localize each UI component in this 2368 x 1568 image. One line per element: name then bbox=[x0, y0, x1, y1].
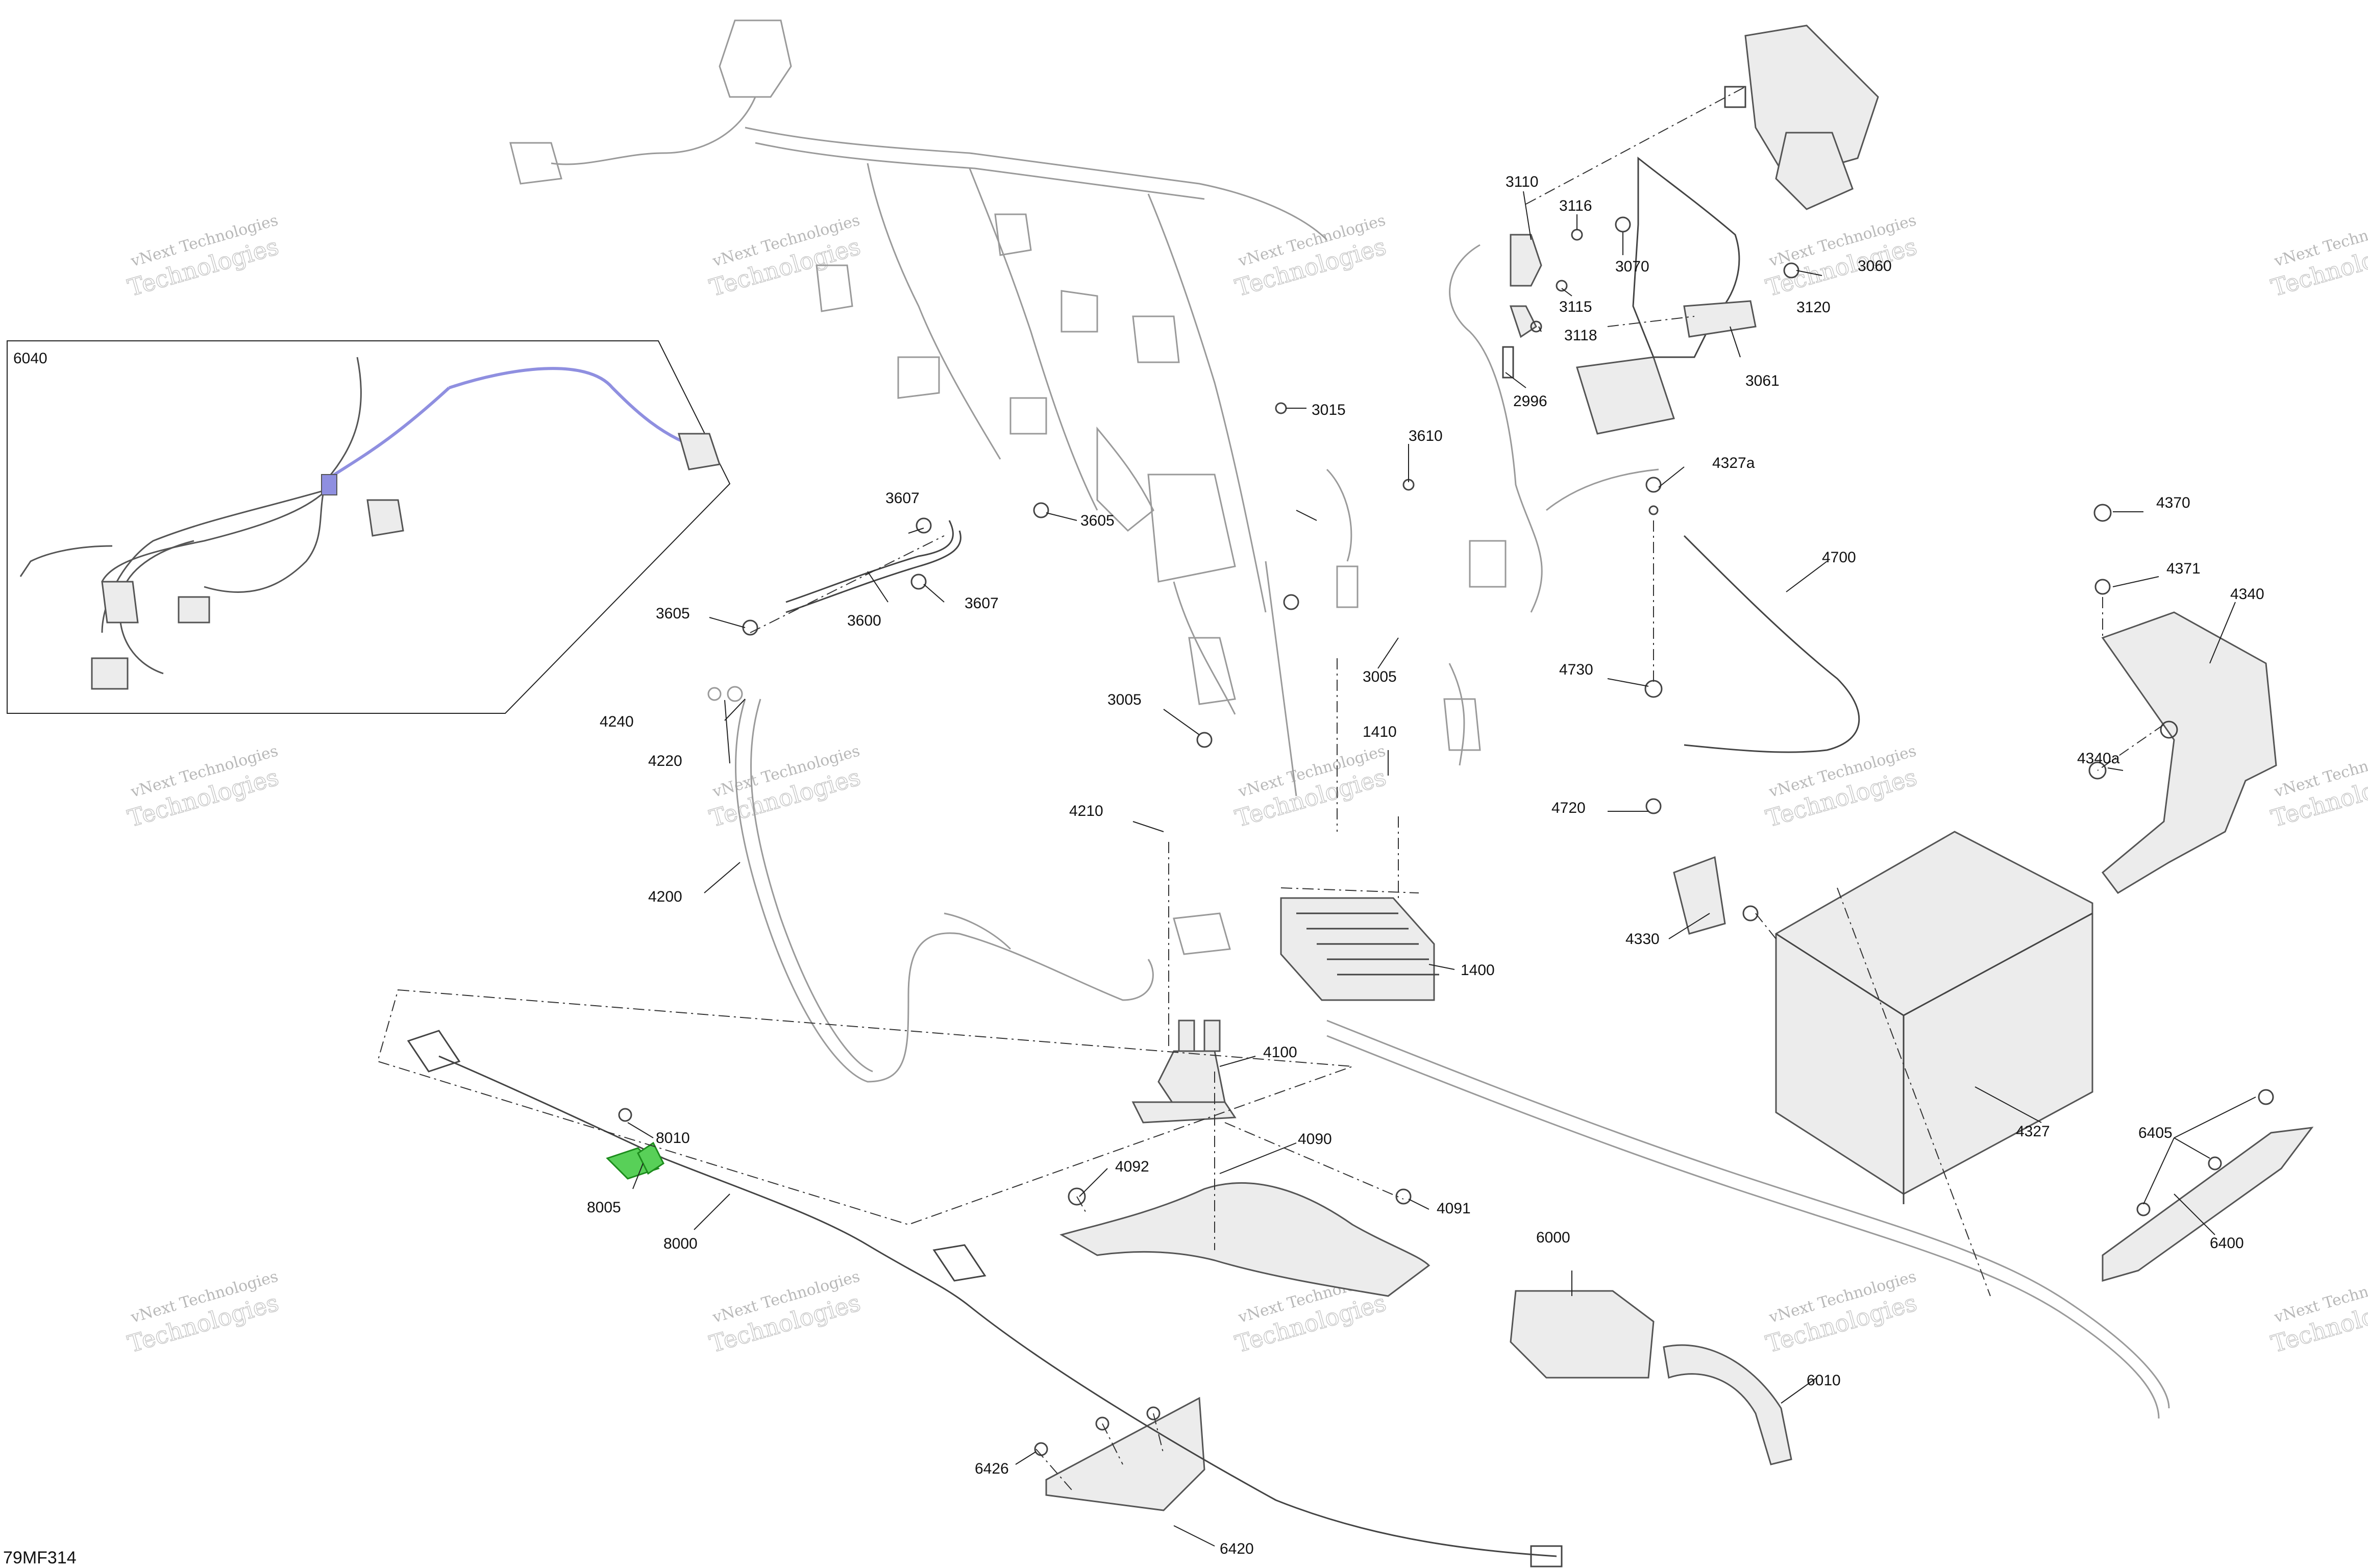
bracket-6010[interactable] bbox=[1663, 1344, 1792, 1465]
callout-3605-left[interactable]: 3605 bbox=[656, 605, 690, 622]
callout-3061[interactable]: 3061 bbox=[1745, 372, 1780, 389]
module-6000[interactable] bbox=[1510, 1290, 1655, 1379]
callout-4220[interactable]: 4220 bbox=[648, 753, 682, 769]
callout-3115[interactable]: 3115 bbox=[1559, 298, 1592, 315]
battery-4327[interactable] bbox=[1673, 831, 2093, 1204]
cover-6400[interactable] bbox=[2102, 1089, 2314, 1282]
callout-8010[interactable]: 8010 bbox=[656, 1130, 690, 1147]
watermark: vNext Technologies Technologies bbox=[1762, 1267, 1920, 1358]
main-wiring-harness[interactable] bbox=[509, 19, 1328, 797]
cable-4700[interactable] bbox=[1644, 477, 1860, 922]
battery-ground-cable[interactable] bbox=[944, 912, 2170, 1419]
leader-lines bbox=[627, 191, 2256, 1547]
callout-3607-upper[interactable]: 3607 bbox=[885, 490, 920, 507]
callout-3118[interactable]: 3118 bbox=[1564, 327, 1597, 344]
bracket-4090[interactable] bbox=[1059, 1182, 1430, 1297]
voltage-regulator-1400[interactable] bbox=[1173, 897, 1439, 1001]
watermark: vNext Technologies Technologies bbox=[706, 1267, 864, 1358]
watermark: vNext Technologies Technologies bbox=[124, 742, 282, 833]
callout-labels: 3110 3116 3070 3115 3118 2996 3061 3060 … bbox=[587, 173, 2264, 1557]
callout-4092[interactable]: 4092 bbox=[1115, 1158, 1149, 1175]
shield-6420[interactable] bbox=[1034, 1397, 1205, 1511]
watermark: vNext Technologies Technologies bbox=[706, 211, 864, 302]
callout-6010[interactable]: 6010 bbox=[1807, 1372, 1841, 1389]
throttle-actuator[interactable] bbox=[1632, 24, 1879, 358]
callout-4700[interactable]: 4700 bbox=[1822, 549, 1856, 566]
watermark: vNext Technologies Technologies bbox=[2267, 1267, 2368, 1358]
watermark: vNext Technologies Technologies bbox=[124, 1267, 282, 1358]
callout-8000[interactable]: 8000 bbox=[663, 1235, 698, 1252]
watermark: vNext Technologies Technologies bbox=[124, 211, 282, 302]
callout-4340[interactable]: 4340 bbox=[2230, 586, 2264, 603]
callout-3116[interactable]: 3116 bbox=[1559, 197, 1592, 214]
watermark: vNext Technologies Technologies bbox=[2267, 211, 2368, 302]
callout-3005-left[interactable]: 3005 bbox=[1107, 691, 1142, 708]
callout-4240[interactable]: 4240 bbox=[600, 713, 634, 730]
watermark: vNext Technologies Technologies bbox=[2267, 742, 2368, 833]
callout-4090[interactable]: 4090 bbox=[1298, 1131, 1332, 1148]
callout-1400[interactable]: 1400 bbox=[1461, 962, 1495, 979]
watermark: vNext Technologies Technologies bbox=[1762, 211, 1920, 302]
callout-6420[interactable]: 6420 bbox=[1220, 1540, 1254, 1557]
callout-6405[interactable]: 6405 bbox=[2138, 1125, 2173, 1141]
assembly-lines bbox=[377, 86, 2164, 1490]
callout-2996[interactable]: 2996 bbox=[1513, 393, 1547, 410]
callout-4340a[interactable]: 4340a bbox=[2077, 750, 2120, 767]
callout-4371[interactable]: 4371 bbox=[2166, 560, 2201, 577]
callout-4210[interactable]: 4210 bbox=[1069, 803, 1103, 819]
callout-3070[interactable]: 3070 bbox=[1615, 258, 1649, 275]
callout-1410[interactable]: 1410 bbox=[1363, 724, 1397, 740]
callout-8005[interactable]: 8005 bbox=[587, 1199, 621, 1216]
callout-6000[interactable]: 6000 bbox=[1536, 1229, 1570, 1246]
callout-6426[interactable]: 6426 bbox=[975, 1460, 1009, 1477]
watermark: vNext Technologies Technologies bbox=[1231, 742, 1389, 833]
starter-solenoid-4100[interactable] bbox=[1131, 1019, 1237, 1124]
callout-4100[interactable]: 4100 bbox=[1263, 1044, 1297, 1061]
callout-3060[interactable]: 3060 bbox=[1858, 258, 1892, 275]
inset-6040[interactable]: 6040 bbox=[7, 340, 731, 714]
ecm-sub-harness[interactable] bbox=[1326, 244, 1675, 766]
callout-4327[interactable]: 4327 bbox=[2016, 1123, 2050, 1140]
sensor-3110[interactable] bbox=[1502, 216, 1799, 379]
cable-8000[interactable] bbox=[407, 1030, 1563, 1567]
battery-cable-4200[interactable] bbox=[707, 686, 1154, 1083]
callout-4200[interactable]: 4200 bbox=[648, 888, 682, 905]
watermark: vNext Technologies Technologies bbox=[1231, 211, 1389, 302]
diagram-id: 79MF314 bbox=[3, 1548, 77, 1567]
callout-4091[interactable]: 4091 bbox=[1437, 1200, 1471, 1217]
callout-3120[interactable]: 3120 bbox=[1796, 299, 1831, 316]
callout-3600[interactable]: 3600 bbox=[847, 612, 881, 629]
callout-4730[interactable]: 4730 bbox=[1559, 661, 1593, 678]
watermark: vNext Technologies Technologies bbox=[1762, 742, 1920, 833]
callout-6400[interactable]: 6400 bbox=[2210, 1235, 2244, 1252]
callout-4327a[interactable]: 4327a bbox=[1712, 455, 1755, 471]
watermark: vNext Technologies Technologies bbox=[706, 742, 864, 833]
bracket-4340[interactable] bbox=[2088, 504, 2277, 894]
callout-4720[interactable]: 4720 bbox=[1551, 800, 1586, 816]
inset-label: 6040 bbox=[13, 350, 47, 367]
callout-4370[interactable]: 4370 bbox=[2156, 494, 2190, 511]
cable-3600[interactable] bbox=[742, 402, 1415, 748]
callout-3005-right[interactable]: 3005 bbox=[1363, 668, 1397, 685]
callout-3015[interactable]: 3015 bbox=[1312, 402, 1346, 418]
callout-3607-lower[interactable]: 3607 bbox=[965, 595, 999, 612]
callout-4330[interactable]: 4330 bbox=[1625, 931, 1660, 948]
callout-3110[interactable]: 3110 bbox=[1506, 173, 1539, 190]
callout-3610[interactable]: 3610 bbox=[1409, 428, 1443, 444]
callout-3605-right[interactable]: 3605 bbox=[1080, 512, 1115, 529]
